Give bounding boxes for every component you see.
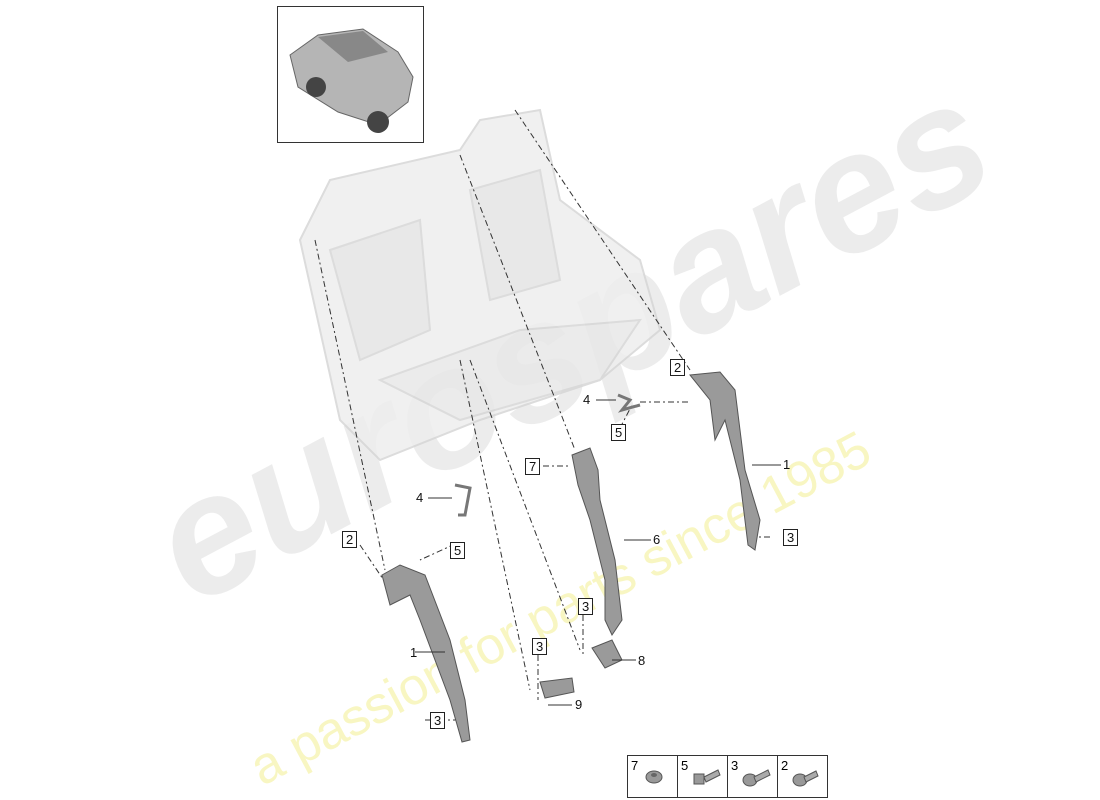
belt-center (571, 447, 623, 637)
legend-cell: 5 (678, 756, 728, 797)
vehicle-thumbnail (277, 6, 424, 143)
seat-belt-parts (381, 371, 761, 743)
buckle-9 (539, 677, 575, 699)
callout-3: 3 (430, 712, 446, 729)
belt-right (689, 371, 761, 551)
legend-number: 7 (631, 758, 639, 773)
belt-left (381, 564, 471, 743)
callout-3: 3 (578, 598, 594, 615)
fastener-legend: 7 5 3 2 (627, 755, 828, 798)
bolt-icon (792, 770, 819, 787)
callout-1: 1 (410, 645, 418, 660)
callout-5: 5 (450, 542, 466, 559)
dashed-leaders (314, 109, 770, 721)
bracket-4-left (454, 483, 472, 517)
solid-leaders (415, 399, 781, 706)
callout-4: 4 (416, 490, 424, 505)
legend-cell: 3 (728, 756, 778, 797)
callout-2: 2 (670, 359, 686, 376)
callout-2: 2 (342, 531, 358, 548)
legend-number: 5 (681, 758, 689, 773)
callout-8: 8 (638, 653, 646, 668)
nut-icon (645, 770, 663, 784)
callout-5: 5 (611, 424, 627, 441)
callout-7: 7 (525, 458, 541, 475)
legend-number: 3 (731, 758, 739, 773)
legend-number: 2 (781, 758, 789, 773)
callout-6: 6 (653, 532, 661, 547)
rear-seat-illustration (298, 108, 662, 462)
legend-cell: 2 (778, 756, 827, 797)
callout-3: 3 (532, 638, 548, 655)
callout-1: 1 (783, 457, 791, 472)
legend-cell: 7 (628, 756, 678, 797)
callout-3: 3 (783, 529, 799, 546)
callout-4: 4 (583, 392, 591, 407)
car-icon (289, 28, 414, 133)
bolt-icon (693, 769, 721, 785)
flange-bolt-icon (742, 769, 771, 787)
bracket-4-right (617, 393, 641, 413)
buckle-8 (591, 639, 623, 669)
callout-9: 9 (575, 697, 583, 712)
